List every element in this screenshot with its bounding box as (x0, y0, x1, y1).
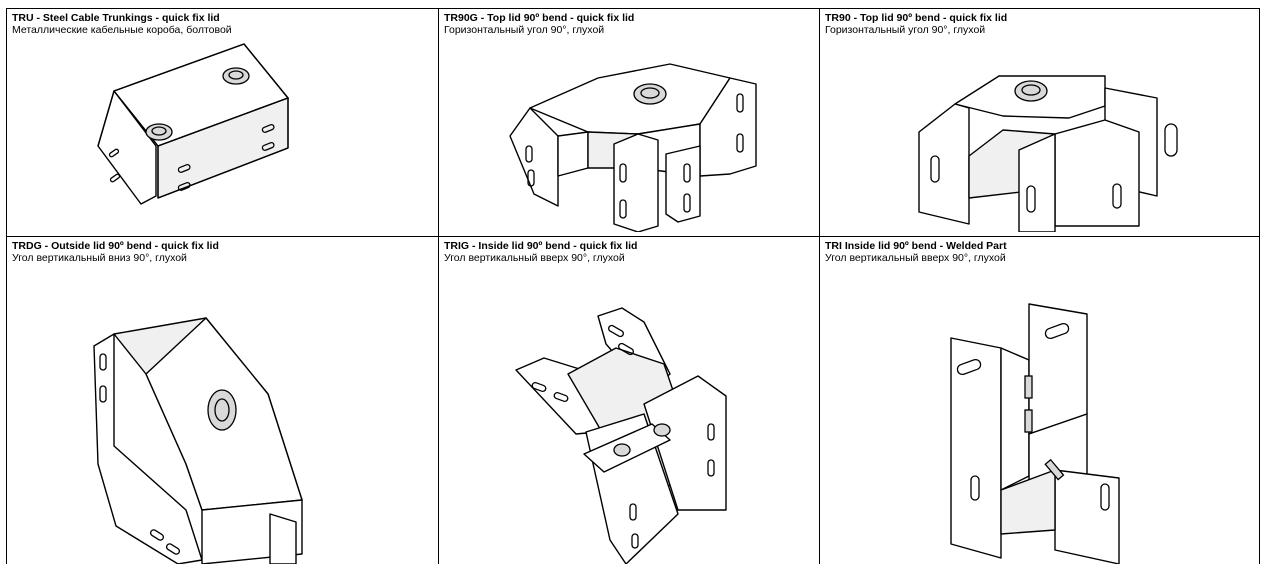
grid-line (6, 236, 1260, 237)
product-title: TRDG - Outside lid 90º bend - quick fix … (12, 240, 219, 252)
product-cell-tru: TRU - Steel Cable Trunkings - quick fix … (6, 8, 438, 236)
product-subtitle: Угол вертикальный вниз 90°, глухой (12, 252, 187, 264)
product-title: TRI Inside lid 90º bend - Welded Part (825, 240, 1007, 252)
product-title: TRU - Steel Cable Trunkings - quick fix … (12, 12, 220, 24)
horizontal-bend-drawing (918, 75, 1178, 232)
product-caption: TRI Inside lid 90º bend - Welded Part Уг… (825, 240, 1007, 264)
product-caption: TR90G - Top lid 90º bend - quick fix lid… (444, 12, 634, 36)
product-title: TR90 - Top lid 90º bend - quick fix lid (825, 12, 1008, 24)
product-title: TR90G - Top lid 90º bend - quick fix lid (444, 12, 635, 24)
product-caption: TRDG - Outside lid 90º bend - quick fix … (12, 240, 219, 264)
product-cell-tri: TRI Inside lid 90º bend - Welded Part Уг… (819, 236, 1260, 564)
grid-line (819, 8, 820, 564)
product-caption: TRU - Steel Cable Trunkings - quick fix … (12, 12, 232, 36)
product-caption: TR90 - Top lid 90º bend - quick fix lid … (825, 12, 1007, 36)
product-subtitle: Горизонтальный угол 90°, глухой (825, 24, 986, 36)
product-subtitle: Горизонтальный угол 90°, глухой (444, 24, 605, 36)
grid-line (1259, 8, 1260, 564)
product-cell-trig: TRIG - Inside lid 90º bend - quick fix l… (438, 236, 819, 564)
product-caption: TRIG - Inside lid 90º bend - quick fix l… (444, 240, 637, 264)
product-cell-tr90: TR90 - Top lid 90º bend - quick fix lid … (819, 8, 1260, 236)
inside-bend-welded-drawing (950, 303, 1120, 564)
outside-bend-drawing (93, 317, 303, 564)
product-subtitle: Угол вертикальный вверх 90°, глухой (825, 252, 1006, 264)
product-grid: TRU - Steel Cable Trunkings - quick fix … (6, 8, 1260, 564)
product-subtitle: Угол вертикальный вверх 90°, глухой (444, 252, 625, 264)
product-cell-trdg: TRDG - Outside lid 90º bend - quick fix … (6, 236, 438, 564)
grid-line (6, 8, 7, 564)
product-title: TRIG - Inside lid 90º bend - quick fix l… (444, 240, 638, 252)
straight-trunking-drawing (97, 43, 290, 205)
horizontal-bend-lid-drawing (509, 63, 757, 232)
grid-line (6, 8, 1260, 9)
grid-line (438, 8, 439, 564)
product-cell-tr90g: TR90G - Top lid 90º bend - quick fix lid… (438, 8, 819, 236)
product-subtitle: Металлические кабельные короба, болтовой (12, 24, 232, 36)
inside-bend-lid-drawing (515, 307, 727, 564)
